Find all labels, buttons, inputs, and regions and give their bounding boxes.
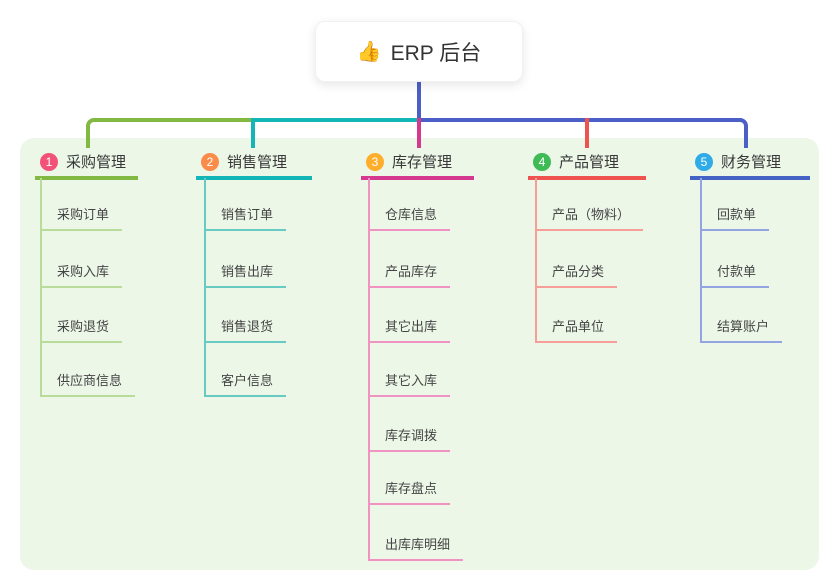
connector-bus-teal bbox=[253, 118, 419, 122]
connector-drop-branch3 bbox=[417, 118, 421, 148]
node-label: 库存调拨 bbox=[385, 428, 438, 443]
branch-header-sales[interactable]: 2 销售管理 bbox=[196, 147, 312, 180]
tree-node[interactable]: 结算账户 bbox=[700, 313, 783, 343]
connector-bus-green bbox=[102, 118, 253, 122]
node-label: 采购入库 bbox=[57, 264, 110, 279]
node-label: 仓库信息 bbox=[385, 207, 438, 222]
node-label: 产品库存 bbox=[385, 264, 438, 279]
tree-node[interactable]: 产品（物料） bbox=[535, 201, 644, 231]
tree-node[interactable]: 仓库信息 bbox=[368, 201, 451, 231]
connector-bus-blue bbox=[419, 118, 730, 122]
tree-node[interactable]: 产品库存 bbox=[368, 258, 451, 288]
tree-node[interactable]: 产品单位 bbox=[535, 313, 618, 343]
tree-node[interactable]: 采购退货 bbox=[40, 313, 123, 343]
node-label: 产品（物料） bbox=[552, 207, 631, 222]
branch-badge: 4 bbox=[533, 152, 551, 171]
branch-header-inventory[interactable]: 3 库存管理 bbox=[361, 147, 474, 180]
tree-node[interactable]: 销售订单 bbox=[204, 201, 287, 231]
node-label: 销售退货 bbox=[221, 319, 274, 334]
branch-badge: 2 bbox=[201, 152, 219, 171]
tree-node[interactable]: 采购订单 bbox=[40, 201, 123, 231]
branch-header-product[interactable]: 4 产品管理 bbox=[528, 147, 646, 180]
tree-node[interactable]: 库存调拨 bbox=[368, 422, 451, 452]
node-label: 结算账户 bbox=[717, 319, 770, 334]
node-label: 采购订单 bbox=[57, 207, 110, 222]
thumbs-up-icon: 👍 bbox=[356, 41, 382, 63]
root-label: ERP 后台 bbox=[390, 41, 482, 65]
branch-label: 采购管理 bbox=[66, 154, 127, 171]
tree-node[interactable]: 产品分类 bbox=[535, 258, 618, 288]
connector-root-vertical bbox=[417, 82, 421, 118]
node-label: 其它入库 bbox=[385, 373, 438, 388]
branch4-trunk-line bbox=[535, 178, 537, 343]
tree-node[interactable]: 库存盘点 bbox=[368, 475, 451, 505]
branch-label: 销售管理 bbox=[227, 154, 288, 171]
branches-panel bbox=[20, 138, 819, 570]
node-label: 供应商信息 bbox=[57, 373, 123, 388]
node-label: 库存盘点 bbox=[385, 481, 438, 496]
node-label: 回款单 bbox=[717, 207, 757, 222]
node-label: 销售出库 bbox=[221, 264, 274, 279]
tree-node[interactable]: 付款单 bbox=[700, 258, 770, 288]
root-node[interactable]: 👍 ERP 后台 bbox=[315, 21, 523, 82]
tree-node[interactable]: 供应商信息 bbox=[40, 367, 136, 397]
connector-corner-branch5 bbox=[726, 118, 748, 148]
tree-node[interactable]: 采购入库 bbox=[40, 258, 123, 288]
tree-node[interactable]: 出库库明细 bbox=[368, 531, 464, 561]
node-label: 采购退货 bbox=[57, 319, 110, 334]
node-label: 销售订单 bbox=[221, 207, 274, 222]
node-label: 产品分类 bbox=[552, 264, 605, 279]
tree-node[interactable]: 销售出库 bbox=[204, 258, 287, 288]
branch3-trunk-line bbox=[368, 178, 370, 561]
node-label: 出库库明细 bbox=[385, 537, 451, 552]
connector-drop-branch4 bbox=[585, 118, 589, 148]
branch-badge: 1 bbox=[40, 152, 58, 171]
branch-label: 库存管理 bbox=[392, 154, 453, 171]
node-label: 产品单位 bbox=[552, 319, 605, 334]
node-label: 其它出库 bbox=[385, 319, 438, 334]
node-label: 客户信息 bbox=[221, 373, 274, 388]
branch-header-purchase[interactable]: 1 采购管理 bbox=[35, 147, 138, 180]
branch-header-finance[interactable]: 5 财务管理 bbox=[690, 147, 810, 180]
node-label: 付款单 bbox=[717, 264, 757, 279]
tree-node[interactable]: 回款单 bbox=[700, 201, 770, 231]
branch-badge: 5 bbox=[695, 152, 713, 171]
tree-node[interactable]: 其它出库 bbox=[368, 313, 451, 343]
branch-label: 产品管理 bbox=[559, 154, 620, 171]
connector-drop-branch2 bbox=[251, 118, 255, 148]
connector-corner-branch1 bbox=[86, 118, 106, 148]
tree-node[interactable]: 销售退货 bbox=[204, 313, 287, 343]
branch-badge: 3 bbox=[366, 152, 384, 171]
branch-label: 财务管理 bbox=[721, 154, 782, 171]
tree-node[interactable]: 客户信息 bbox=[204, 367, 287, 397]
branch5-trunk-line bbox=[700, 178, 702, 343]
tree-node[interactable]: 其它入库 bbox=[368, 367, 451, 397]
